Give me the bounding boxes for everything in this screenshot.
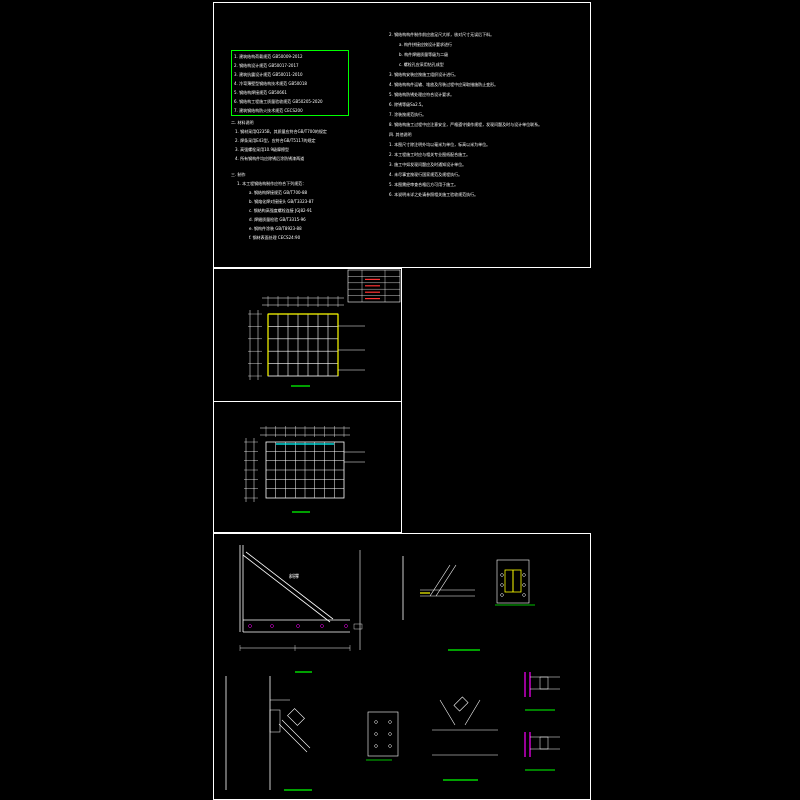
gusset-plate: [287, 708, 305, 726]
note-line: b. 钢熔化焊对接接头 GB/T3323-87: [249, 199, 314, 204]
note-line: 7. 建筑钢结构防火技术规范 CECS200: [234, 108, 303, 113]
note-line: b. 构件焊缝质量等级为二级: [399, 52, 449, 57]
bolt-hole: [320, 624, 324, 628]
bolt-plate: [539, 676, 549, 690]
bolt-hole: [374, 720, 378, 724]
plan1-outline: [267, 313, 339, 377]
note-line: 3. 建筑抗震设计规范 GB50011-2010: [234, 72, 303, 77]
bolt-hole: [248, 624, 252, 628]
bolt-hole: [296, 624, 300, 628]
note-line: 3. 施工中如发现问题应及时通知设计单位。: [389, 162, 467, 167]
note-line: 8. 钢结构施工过程中应注意安全，严格遵守操作规程，发现问题及时与设计单位联系。: [389, 122, 543, 127]
bolt-hole: [500, 583, 504, 587]
bolt-hole: [522, 593, 526, 597]
materials-notes: 二. 材料说明 1. 钢材采用Q235B，其质量应符合GB/T700的规定 2. 焊…: [231, 118, 327, 163]
note-line: a. 钢结构焊接规范 GB/T700-88: [249, 190, 308, 195]
bolt-hole: [522, 573, 526, 577]
note-line: 6. 本说明未详之处请参照相关施工验收规范执行。: [389, 192, 479, 197]
bolt-hole: [270, 624, 274, 628]
brace-line: [242, 554, 331, 623]
brace-line: [245, 551, 334, 620]
tag: [353, 623, 363, 630]
note-line: 4. 所有钢构件均应除锈后涂防锈漆两道: [235, 156, 305, 161]
note-line: 5. 钢结构焊接规范 GB50661: [234, 90, 287, 95]
note-line: 二. 材料说明: [231, 120, 254, 125]
note-line: c. 螺栓孔应采用钻孔成型: [399, 62, 444, 67]
detail-brace: [464, 699, 481, 726]
bolt-plate: [539, 736, 549, 750]
bolt-hole: [388, 732, 392, 736]
bolt-hole: [344, 624, 348, 628]
standards-box: [231, 50, 349, 116]
note-line: 3. 钢结构安装应按施工组织设计进行。: [389, 72, 459, 77]
plate-outline: [367, 711, 399, 757]
note-line: 5. 钢结构防锈处理应符合设计要求。: [389, 92, 455, 97]
notes-sheet-frame: [213, 2, 591, 268]
gusset-plate: [269, 709, 281, 733]
detail-brace: [429, 564, 451, 597]
gusset-plate: [453, 696, 469, 712]
detail-brace: [281, 719, 311, 749]
note-line: 三. 制作: [231, 172, 246, 177]
note-line: 2. 钢结构设计规范 GB50017-2017: [234, 63, 299, 68]
plan-sheet-2-frame: [213, 401, 402, 533]
note-line: 6. 除锈等级Sa2.5。: [389, 102, 426, 107]
bolt-hole: [388, 744, 392, 748]
construction-notes: 2. 钢结构构件制作前应放足尺大样，核对尺寸无误后下料。 a. 构件拼接应按设计要…: [389, 30, 542, 200]
note-line: a. 构件拼接应按设计要求进行: [399, 42, 452, 47]
note-line: 4. 未尽事宜按现行国家规范及规程执行。: [389, 172, 463, 177]
note-line: f. 钢材表面处理 CECS24:90: [249, 235, 301, 240]
note-line: c. 钢结构高强度螺栓连接 JGJ82-91: [249, 208, 313, 213]
bolt-hole: [374, 732, 378, 736]
bolt-hole: [522, 583, 526, 587]
fabrication-notes: 三. 制作 1. 本工程钢结构制作应符合下列规范： a. 钢结构焊接规范 GB/T7…: [231, 170, 314, 242]
detail-brace: [278, 723, 308, 753]
note-line: 3. 高强螺栓采用10.9级摩擦型: [235, 147, 289, 152]
note-line: 1. 建筑结构荷载规范 GB50009-2012: [234, 54, 303, 59]
bolt-hole: [374, 744, 378, 748]
bolt-hole: [500, 573, 504, 577]
note-line: 2. 钢结构构件制作前应放足尺大样，核对尺寸无误后下料。: [389, 32, 495, 37]
note-line: 1. 本工程钢结构制作应符合下列规范：: [237, 181, 307, 186]
note-line: 2. 本工程施工时应与相关专业图纸配合施工。: [389, 152, 471, 157]
note-line: e. 钢构件涂装 GB/T8923-88: [249, 226, 302, 231]
note-line: 5. 本图需经审查合格后方可用于施工。: [389, 182, 459, 187]
bolt-hole: [500, 593, 504, 597]
note-line: 2. 焊条采用E43型，应符合GB/T5117的规定: [235, 138, 316, 143]
standards-list: 1. 建筑结构荷载规范 GB50009-2012 2. 钢结构设计规范 GB500…: [234, 52, 323, 115]
note-line: 4. 钢结构构件运输、堆放及吊装过程中应采取措施防止变形。: [389, 82, 499, 87]
note-line: 1. 本图尺寸除注明外均以毫米为单位，标高以米为单位。: [389, 142, 491, 147]
note-line: 四. 其他说明: [389, 132, 412, 137]
note-line: 4. 冷弯薄壁型钢结构技术规范 GB50018: [234, 81, 307, 86]
detail-brace: [435, 564, 457, 597]
brace-label: 斜撑: [289, 573, 299, 580]
legend-table: [347, 269, 401, 303]
bolt-hole: [388, 720, 392, 724]
plate-outline: [496, 559, 530, 604]
note-line: 1. 钢材采用Q235B，其质量应符合GB/T700的规定: [235, 129, 327, 134]
detail-brace: [439, 699, 456, 726]
note-line: d. 焊缝质量检验 GB/T3315-96: [249, 217, 306, 222]
note-line: 7. 涂装按规范执行。: [389, 112, 427, 117]
note-line: 6. 钢结构工程施工质量验收规范 GB50205-2020: [234, 99, 323, 104]
